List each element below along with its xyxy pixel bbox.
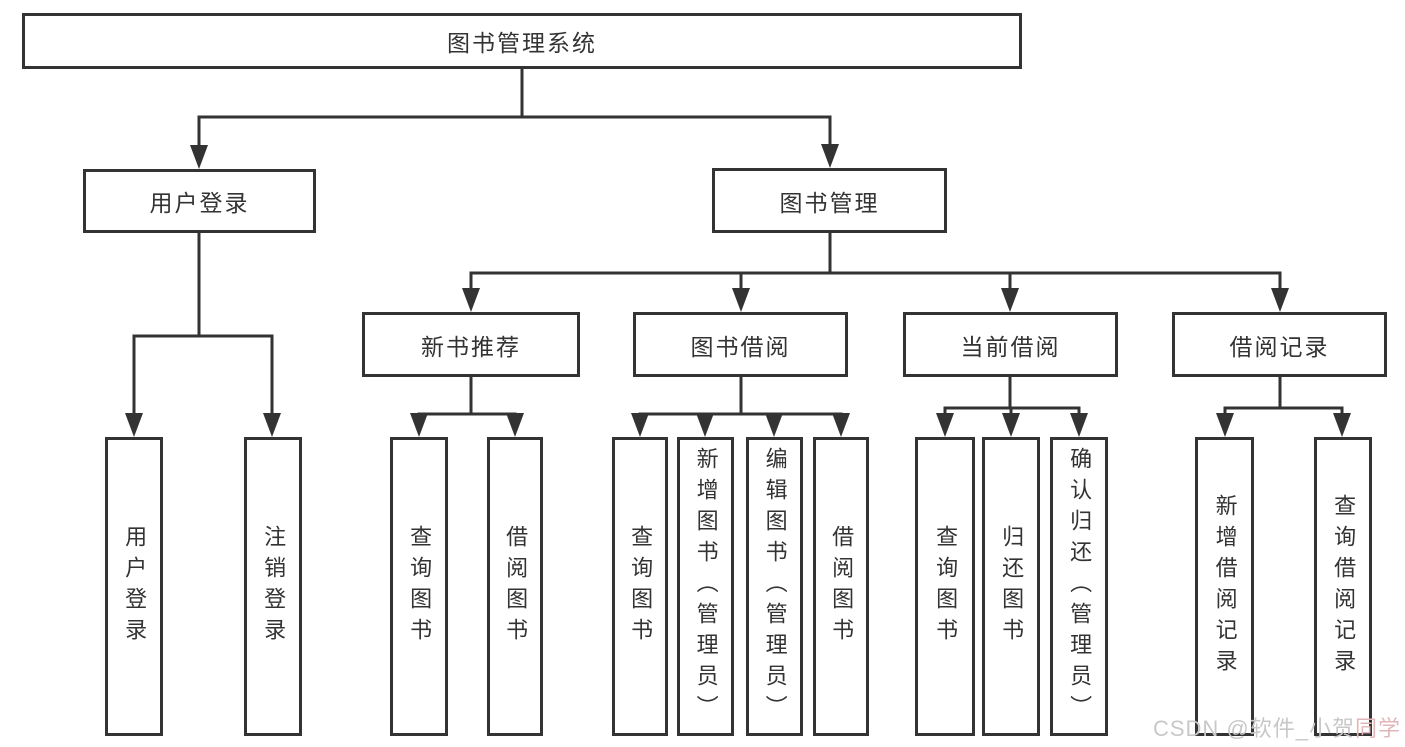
leaf-add-book-admin: 新增图书（管理员） — [677, 437, 734, 736]
node-book-borrow: 图书借阅 — [633, 312, 848, 377]
leaf-logout: 注销登录 — [244, 437, 302, 736]
leaf-borrow-book-1: 借阅图书 — [487, 437, 543, 736]
watermark-text-gray: CSDN @软件_小贺 — [1152, 716, 1355, 741]
leaf-query-book-3: 查询图书 — [915, 437, 975, 736]
leaf-user-login: 用户登录 — [105, 437, 163, 736]
leaf-add-borrow-record: 新增借阅记录 — [1195, 437, 1254, 736]
leaf-borrow-book-2: 借阅图书 — [813, 437, 869, 736]
watermark-text-pink: 同学 — [1354, 716, 1401, 741]
csdn-watermark: CSDN @软件_小贺同学 — [1153, 711, 1401, 743]
leaf-confirm-return-admin: 确认归还（管理员） — [1050, 437, 1108, 736]
node-user-login: 用户登录 — [83, 169, 316, 233]
node-root: 图书管理系统 — [22, 13, 1022, 69]
leaf-query-book-1: 查询图书 — [390, 437, 448, 736]
node-book-mgmt: 图书管理 — [712, 168, 947, 233]
leaf-return-book: 归还图书 — [982, 437, 1040, 736]
node-new-book-recommend: 新书推荐 — [362, 312, 580, 377]
leaf-edit-book-admin: 编辑图书（管理员） — [746, 437, 803, 736]
node-borrow-record: 借阅记录 — [1172, 312, 1387, 377]
leaf-query-book-2: 查询图书 — [612, 437, 668, 736]
arrowheads — [125, 144, 1351, 437]
leaf-query-borrow-record: 查询借阅记录 — [1314, 437, 1372, 736]
node-current-borrow: 当前借阅 — [903, 312, 1118, 377]
